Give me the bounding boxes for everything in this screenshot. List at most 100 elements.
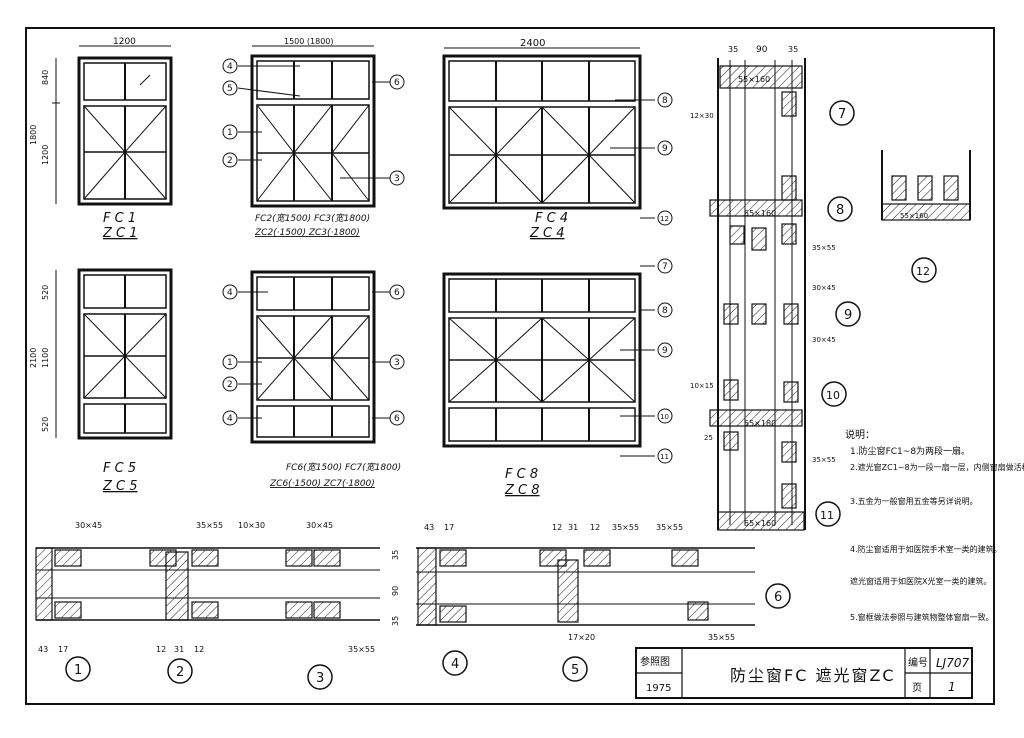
title-block-number: LJ707 — [936, 656, 969, 670]
dim-label: 35×55 — [196, 521, 223, 530]
label-zc8: Z C 8 — [504, 483, 540, 498]
label-fc2-fc3: FC2(宽1500) FC3(宽1800) — [255, 213, 370, 224]
callout-marker — [222, 58, 238, 74]
callout-marker — [222, 152, 238, 168]
note-5: 5.窗框做法参照与建筑物整体窗扇一致。 — [850, 612, 994, 622]
callout-marker — [222, 354, 238, 370]
dim-label: 12 — [156, 645, 166, 654]
callout-marker-label: 12 — [660, 215, 669, 223]
callout-marker-label: 1 — [227, 128, 233, 138]
dim-label: 35×55 — [708, 633, 735, 642]
window-fc8 — [442, 272, 642, 448]
callout-marker-label: 6 — [394, 288, 400, 298]
dim-label: 17×20 — [568, 633, 595, 642]
dim-label: 55×160 — [900, 212, 928, 220]
callout-marker — [657, 302, 673, 318]
title-block-title: 防尘窗FC 遮光窗ZC — [730, 666, 896, 685]
label-fc5: F C 5 — [103, 461, 136, 476]
window-fc1 — [77, 56, 173, 206]
dim-label: 35 — [788, 45, 798, 54]
callout-5: 5 — [571, 663, 579, 678]
notes: 说明： 1.防尘窗FC1~8为两段一扇。 2.遮光窗ZC1~8为一段一扇一层，内… — [845, 428, 1024, 622]
callout-marker-label: 3 — [394, 174, 400, 184]
callout-6: 6 — [774, 590, 782, 605]
callout-marker — [389, 74, 405, 90]
note-4: 4.防尘窗适用于如医院手术室一类的建筑。 — [850, 544, 1002, 554]
callout-marker — [657, 140, 673, 156]
dim-label: 17 — [444, 523, 454, 532]
callout-marker-label: 9 — [662, 346, 668, 356]
callout-marker-label: 2 — [227, 380, 233, 390]
callout-7: 7 — [838, 107, 846, 122]
window-fc2 — [250, 54, 376, 208]
dim-fc5-height: 2100 — [29, 348, 38, 368]
callout-11: 11 — [820, 509, 834, 522]
title-block-page-label: 页 — [912, 682, 922, 694]
window-fc5 — [77, 268, 173, 440]
dim-fc1-top: 840 — [41, 70, 50, 85]
title-block-number-label: 编号 — [908, 656, 928, 669]
dim-label: 90 — [756, 45, 768, 55]
callout-3: 3 — [316, 671, 324, 686]
callout-marker-label: 1 — [227, 358, 233, 368]
window-fc6 — [250, 270, 376, 444]
border-frame — [25, 27, 995, 705]
dim-label: 12 — [552, 523, 562, 532]
callout-marker — [222, 376, 238, 392]
dim-fc5-mid: 1100 — [41, 348, 50, 368]
note-3: 3.五金为一般窗用五金等另详说明。 — [850, 496, 978, 506]
notes-title: 说明： — [845, 428, 875, 441]
label-fc6-fc7: FC6(宽1500) FC7(宽1800) — [286, 462, 401, 473]
callout-marker-label: 4 — [227, 288, 233, 298]
dim-label: 55×160 — [744, 209, 776, 218]
dim-label: 30×45 — [812, 336, 836, 344]
label-fc8: F C 8 — [505, 467, 538, 482]
dim-fc5-top: 520 — [41, 285, 50, 300]
label-zc4: Z C 4 — [529, 226, 565, 241]
note-2: 2.遮光窗ZC1~8为一段一扇一层，内侧窗扇做活槽钉三合板。 — [850, 462, 1024, 472]
dim-fc1-height: 1800 — [29, 125, 38, 145]
dim-label: 30×45 — [812, 284, 836, 292]
dim-label: 55×160 — [738, 75, 770, 84]
callout-marker-label: 2 — [227, 156, 233, 166]
dim-label: 35 — [391, 616, 400, 626]
callout-marker — [389, 170, 405, 186]
callout-marker — [222, 124, 238, 140]
section-dim-labels: 30×45 35×55 10×30 30×45 43 17 12 31 12 3… — [38, 521, 735, 654]
callout-marker — [657, 342, 673, 358]
dim-label: 10×30 — [238, 521, 265, 530]
dim-label: 17 — [58, 645, 68, 654]
callout-marker — [222, 80, 238, 96]
callout-marker — [657, 92, 673, 108]
title-block-ref-label: 参照图 — [640, 655, 670, 668]
title-block-year: 1975 — [646, 683, 671, 694]
callout-marker-label: 10 — [660, 413, 669, 421]
callout-marker-label: 11 — [660, 453, 669, 461]
dim-label: 35×55 — [812, 456, 836, 464]
callout-marker — [657, 448, 673, 464]
dim-label: 35 — [728, 45, 738, 54]
callout-marker-label: 4 — [227, 62, 233, 72]
leader-lines — [237, 65, 655, 457]
callout-marker-label: 8 — [662, 96, 668, 106]
callout-marker-label: 4 — [227, 414, 233, 424]
callout-marker-label: 9 — [662, 144, 668, 154]
callout-4: 4 — [451, 657, 459, 672]
vertical-section — [709, 58, 806, 531]
callout-12: 12 — [916, 265, 930, 278]
callout-marker-label: 3 — [394, 358, 400, 368]
horizontal-sections-a — [35, 547, 380, 621]
callout-marker — [389, 354, 405, 370]
callout-marker — [657, 408, 673, 424]
dim-label: 35×55 — [612, 523, 639, 532]
label-zc6-zc7: ZC6(·1500) ZC7(·1800) — [269, 479, 375, 489]
dim-label: 55×160 — [744, 519, 776, 528]
callout-marker-label: 6 — [394, 78, 400, 88]
dim-label: 55×180 — [744, 419, 776, 428]
dim-label: 12×30 — [690, 112, 714, 120]
horizontal-sections-b — [416, 547, 755, 626]
dim-label: 25 — [704, 434, 713, 442]
label-zc2-zc3: ZC2(·1500) ZC3(·1800) — [254, 228, 360, 238]
dim-fc1-bottom: 1200 — [41, 145, 50, 165]
